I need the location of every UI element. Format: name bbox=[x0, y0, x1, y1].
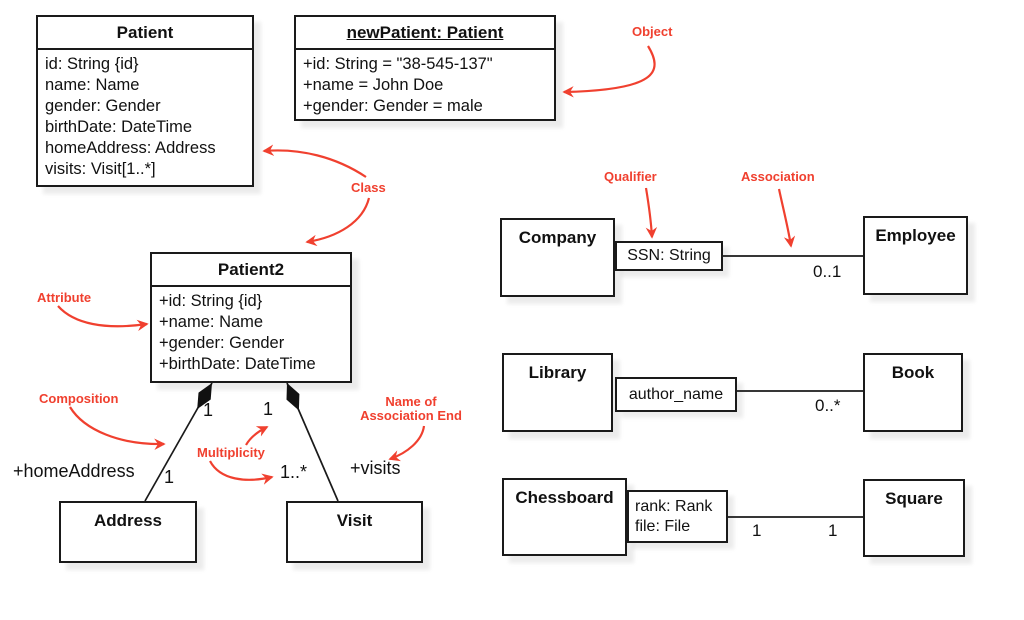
attribute-row: birthDate: DateTime bbox=[45, 118, 193, 136]
qualifier-text: rank: Rank bbox=[635, 497, 713, 515]
class-box-company[interactable]: Company bbox=[500, 218, 615, 297]
multiplicity-label: 1..* bbox=[280, 462, 308, 482]
class-box-chessboard[interactable]: Chessboard bbox=[502, 478, 627, 556]
class-box-employee[interactable]: Employee bbox=[863, 216, 968, 295]
qualifier-text: file: File bbox=[635, 517, 691, 535]
multiplicity-label: 0..* bbox=[815, 396, 841, 415]
attribute-row: +gender: Gender bbox=[159, 334, 285, 352]
multiplicity-label: 1 bbox=[263, 399, 274, 419]
qualifier-text: SSN: String bbox=[627, 247, 711, 264]
class-box-patient[interactable]: Patient id: String {id} name: Name gende… bbox=[36, 15, 254, 187]
attribute-row: gender: Gender bbox=[45, 97, 161, 115]
class-title: Patient2 bbox=[152, 254, 350, 287]
annotation-arrow-class-to-patient2 bbox=[305, 197, 371, 247]
attribute-row: +birthDate: DateTime bbox=[159, 355, 316, 373]
class-box-book[interactable]: Book bbox=[863, 353, 963, 432]
class-title: Patient bbox=[38, 17, 252, 50]
annotation-object: Object bbox=[632, 24, 673, 39]
composition-line-right bbox=[286, 382, 339, 502]
slot-row: +id: String = "38-545-137" bbox=[303, 55, 493, 73]
annotation-qualifier: Qualifier bbox=[604, 169, 657, 184]
annotation-association-end: Name of Association End bbox=[357, 395, 465, 423]
annotation-arrow-qualifier bbox=[644, 187, 658, 239]
slot-row: +gender: Gender = male bbox=[303, 97, 483, 115]
qualifier-text: author_name bbox=[628, 385, 724, 403]
class-box-address[interactable]: Address bbox=[59, 501, 197, 563]
class-box-visit[interactable]: Visit bbox=[286, 501, 423, 563]
annotation-arrow-multiplicity-lower bbox=[209, 460, 274, 485]
class-box-square[interactable]: Square bbox=[863, 479, 965, 557]
annotation-arrow-composition bbox=[69, 406, 166, 450]
composition-line-left bbox=[144, 382, 213, 502]
annotation-composition: Composition bbox=[39, 391, 119, 406]
class-attribute-list: +id: String {id} +name: Name +gender: Ge… bbox=[152, 287, 350, 377]
annotation-arrow-class-to-patient bbox=[262, 144, 367, 178]
qualifier-box-ssn[interactable]: SSN: String bbox=[615, 241, 723, 271]
annotation-line: Name of bbox=[385, 394, 437, 409]
multiplicity-label: 1 bbox=[203, 400, 214, 420]
attribute-row: +name: Name bbox=[159, 313, 264, 331]
multiplicity-label: 1 bbox=[752, 521, 762, 540]
class-title: Square bbox=[885, 489, 943, 508]
annotation-arrow-association bbox=[777, 188, 796, 248]
multiplicity-label: 1 bbox=[164, 467, 175, 487]
attribute-row: visits: Visit[1..*] bbox=[45, 160, 156, 178]
annotation-arrow-multiplicity-upper bbox=[245, 426, 269, 446]
annotation-association: Association bbox=[741, 169, 815, 184]
qualifier-box-author-name[interactable]: author_name bbox=[615, 377, 737, 412]
slot-row: +name = John Doe bbox=[303, 76, 444, 94]
object-slot-list: +id: String = "38-545-137" +name = John … bbox=[296, 50, 554, 119]
annotation-arrow-object bbox=[562, 45, 656, 98]
class-title: Employee bbox=[875, 226, 956, 245]
class-box-library[interactable]: Library bbox=[502, 353, 613, 432]
annotation-class: Class bbox=[351, 180, 386, 195]
class-title: Library bbox=[528, 363, 587, 382]
association-end-label: +homeAddress bbox=[13, 461, 135, 481]
multiplicity-label: 0..1 bbox=[813, 262, 842, 281]
class-attribute-list: id: String {id} name: Name gender: Gende… bbox=[38, 50, 252, 182]
annotation-attribute: Attribute bbox=[37, 290, 92, 305]
qualifier-box-rank-file[interactable]: rank: Rank file: File bbox=[627, 490, 728, 543]
annotation-multiplicity: Multiplicity bbox=[197, 445, 265, 460]
class-title: Address bbox=[93, 511, 163, 530]
class-title: Book bbox=[891, 363, 935, 382]
class-title: Visit bbox=[336, 511, 373, 530]
class-title: Company bbox=[518, 228, 597, 247]
class-box-patient2[interactable]: Patient2 +id: String {id} +name: Name +g… bbox=[150, 252, 352, 383]
class-title: Chessboard bbox=[515, 488, 614, 507]
attribute-row: +id: String {id} bbox=[159, 292, 263, 310]
object-box-new-patient[interactable]: newPatient: Patient +id: String = "38-54… bbox=[294, 15, 556, 121]
attribute-row: id: String {id} bbox=[45, 55, 139, 73]
annotation-line: Association End bbox=[360, 408, 462, 423]
attribute-row: name: Name bbox=[45, 76, 140, 94]
annotation-arrow-attribute bbox=[57, 305, 149, 332]
composition-diamond-right bbox=[286, 383, 300, 411]
annotation-arrow-association-end bbox=[388, 425, 426, 462]
object-title: newPatient: Patient bbox=[296, 17, 554, 50]
association-end-label: +visits bbox=[350, 458, 401, 478]
attribute-row: homeAddress: Address bbox=[45, 139, 216, 157]
multiplicity-label: 1 bbox=[828, 521, 838, 540]
